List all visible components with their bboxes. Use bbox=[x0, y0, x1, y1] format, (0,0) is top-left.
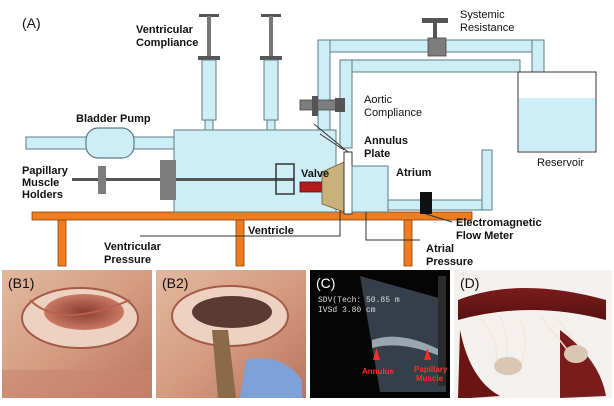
panel-a: (A) Reservoir bbox=[22, 9, 597, 268]
flow-meter-line-2: Flow Meter bbox=[456, 230, 514, 242]
ventricular-compliance-line-1: Ventricular bbox=[136, 24, 194, 36]
atrium-chamber bbox=[351, 165, 389, 213]
aortic-compliance-device bbox=[299, 96, 345, 116]
papillary-muscle-holders bbox=[72, 160, 295, 200]
papillary-arrow-icon bbox=[424, 348, 431, 360]
papillary-label-line-3: Holders bbox=[22, 189, 63, 201]
aortic-compliance-line-2: Compliance bbox=[364, 107, 422, 119]
ventricular-pressure-line-2: Pressure bbox=[104, 254, 151, 266]
annulus-plate-line-2: Plate bbox=[364, 148, 390, 160]
flow-meter-line-1: Electromagnetic bbox=[456, 217, 542, 229]
ventricle-label: Ventricle bbox=[248, 225, 294, 237]
echo-line-2: IVSd 3.80 cm bbox=[318, 306, 376, 315]
reservoir-label: Reservoir bbox=[537, 157, 584, 169]
bladder-pump-label: Bladder Pump bbox=[76, 113, 151, 125]
systemic-resistance-clamp bbox=[422, 18, 448, 57]
photo-c-echo: SDV(Tech: 50.85 m IVSd 3.80 cm Annulus P… bbox=[310, 270, 450, 398]
papillary-label-line-1: Papillary bbox=[22, 165, 69, 177]
photo-b1-label: (B1) bbox=[8, 275, 34, 291]
bladder-pump bbox=[25, 127, 177, 159]
annulus-plate bbox=[313, 123, 353, 215]
electromagnetic-flow-meter bbox=[420, 192, 453, 223]
atrial-pressure-line-2: Pressure bbox=[426, 256, 473, 268]
ventricular-compliance-line-2: Compliance bbox=[136, 37, 198, 49]
photo-b1: (B1) bbox=[2, 270, 152, 398]
photo-d-specimen: (D) bbox=[454, 270, 612, 398]
ventricular-pressure-line-1: Ventricular bbox=[104, 241, 162, 253]
photo-d-label: (D) bbox=[460, 275, 479, 291]
reservoir: Reservoir bbox=[517, 71, 597, 169]
echo-annulus-label: Annulus bbox=[362, 367, 395, 376]
annulus-plate-line-1: Annulus bbox=[364, 135, 408, 147]
papillary-label-line-2: Muscle bbox=[22, 177, 59, 189]
panel-a-label: (A) bbox=[22, 15, 41, 31]
photo-b2: (B2) bbox=[156, 270, 306, 398]
systemic-resistance-line-2: Resistance bbox=[460, 22, 514, 34]
pressure-lines bbox=[140, 210, 420, 241]
annulus-arrow-icon bbox=[373, 348, 380, 360]
ventricular-compliance-syringes bbox=[198, 14, 282, 133]
atrial-pressure-line-1: Atrial bbox=[426, 243, 454, 255]
circulation-tubing bbox=[317, 39, 545, 211]
lab-table bbox=[31, 211, 473, 267]
photo-c-label: (C) bbox=[316, 275, 335, 291]
echo-line-1: SDV(Tech: 50.85 m bbox=[318, 296, 400, 305]
echo-papillary-line-1: Papillary bbox=[414, 365, 448, 374]
valve-label: Valve bbox=[301, 168, 329, 180]
atrium-label: Atrium bbox=[396, 167, 432, 179]
photo-b2-label: (B2) bbox=[162, 275, 188, 291]
systemic-resistance-line-1: Systemic bbox=[460, 9, 505, 21]
aortic-compliance-line-1: Aortic bbox=[364, 94, 393, 106]
echo-papillary-line-2: Muscle bbox=[416, 374, 444, 383]
